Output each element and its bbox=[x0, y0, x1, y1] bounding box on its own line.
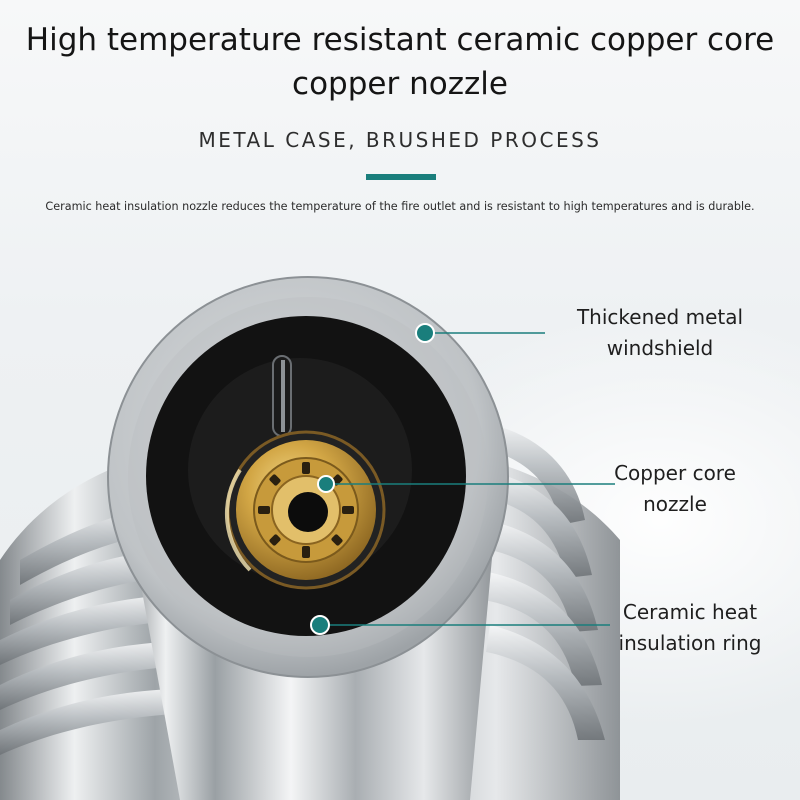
callout-copper-nozzle-line-2: nozzle bbox=[643, 492, 707, 516]
callout-windshield-line-2: windshield bbox=[606, 336, 714, 360]
description: Ceramic heat insulation nozzle reduces t… bbox=[45, 200, 755, 213]
page-title: High temperature resistant ceramic coppe… bbox=[20, 18, 780, 106]
callout-ceramic-ring-line-1: Ceramic heat bbox=[622, 600, 758, 624]
subtitle: METAL CASE, BRUSHED PROCESS bbox=[198, 128, 602, 152]
callout-copper-nozzle-line-1: Copper core bbox=[614, 461, 736, 485]
title-line-1: High temperature resistant ceramic coppe… bbox=[25, 22, 775, 58]
callout-windshield-line-1: Thickened metal bbox=[576, 305, 744, 329]
title-line-2: copper nozzle bbox=[292, 66, 508, 102]
callout-ceramic-ring: Ceramic heat insulation ring bbox=[590, 597, 790, 659]
callout-copper-nozzle: Copper core nozzle bbox=[590, 458, 760, 520]
callout-windshield: Thickened metal windshield bbox=[540, 302, 780, 364]
accent-bar bbox=[366, 174, 436, 180]
callout-ceramic-ring-line-2: insulation ring bbox=[618, 631, 762, 655]
